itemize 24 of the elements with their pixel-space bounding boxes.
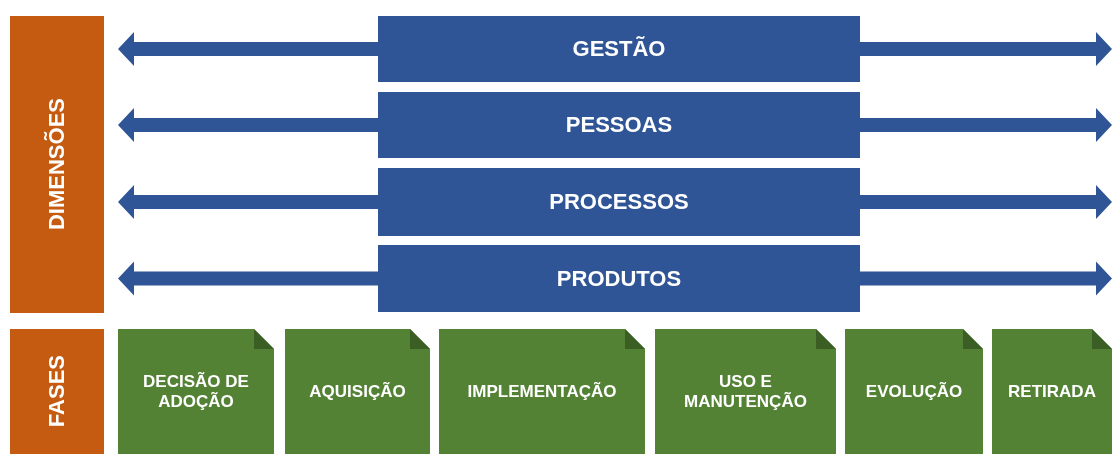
phase-label: EVOLUÇÃO [864, 381, 964, 402]
category-label: DIMENSÕES [44, 98, 70, 231]
category-bar [10, 329, 104, 454]
dimension-label: PESSOAS [564, 112, 674, 138]
phase-label: IMPLEMENTAÇÃO [466, 381, 618, 402]
dimension-label: GESTÃO [571, 36, 667, 62]
phase-label: USO E MANUTENÇÃO [683, 371, 808, 412]
phase-label: DECISÃO DE ADOÇÃO [142, 371, 250, 412]
phase-box [655, 329, 836, 454]
phase-box [118, 329, 274, 454]
category-bar [10, 16, 104, 313]
dimension-bar [378, 92, 860, 158]
phase-box [992, 329, 1112, 454]
dimension-bar [378, 168, 860, 236]
phase-label: AQUISIÇÃO [308, 381, 407, 402]
dimension-label: PRODUTOS [555, 265, 683, 292]
dimension-label: PROCESSOS [548, 189, 690, 215]
phase-label: RETIRADA [1007, 381, 1097, 402]
phase-box [845, 329, 983, 454]
phase-box [285, 329, 430, 454]
dimension-bar [378, 16, 860, 82]
category-label: FASES [44, 355, 70, 428]
phase-box [439, 329, 645, 454]
dimension-bar [378, 245, 860, 312]
